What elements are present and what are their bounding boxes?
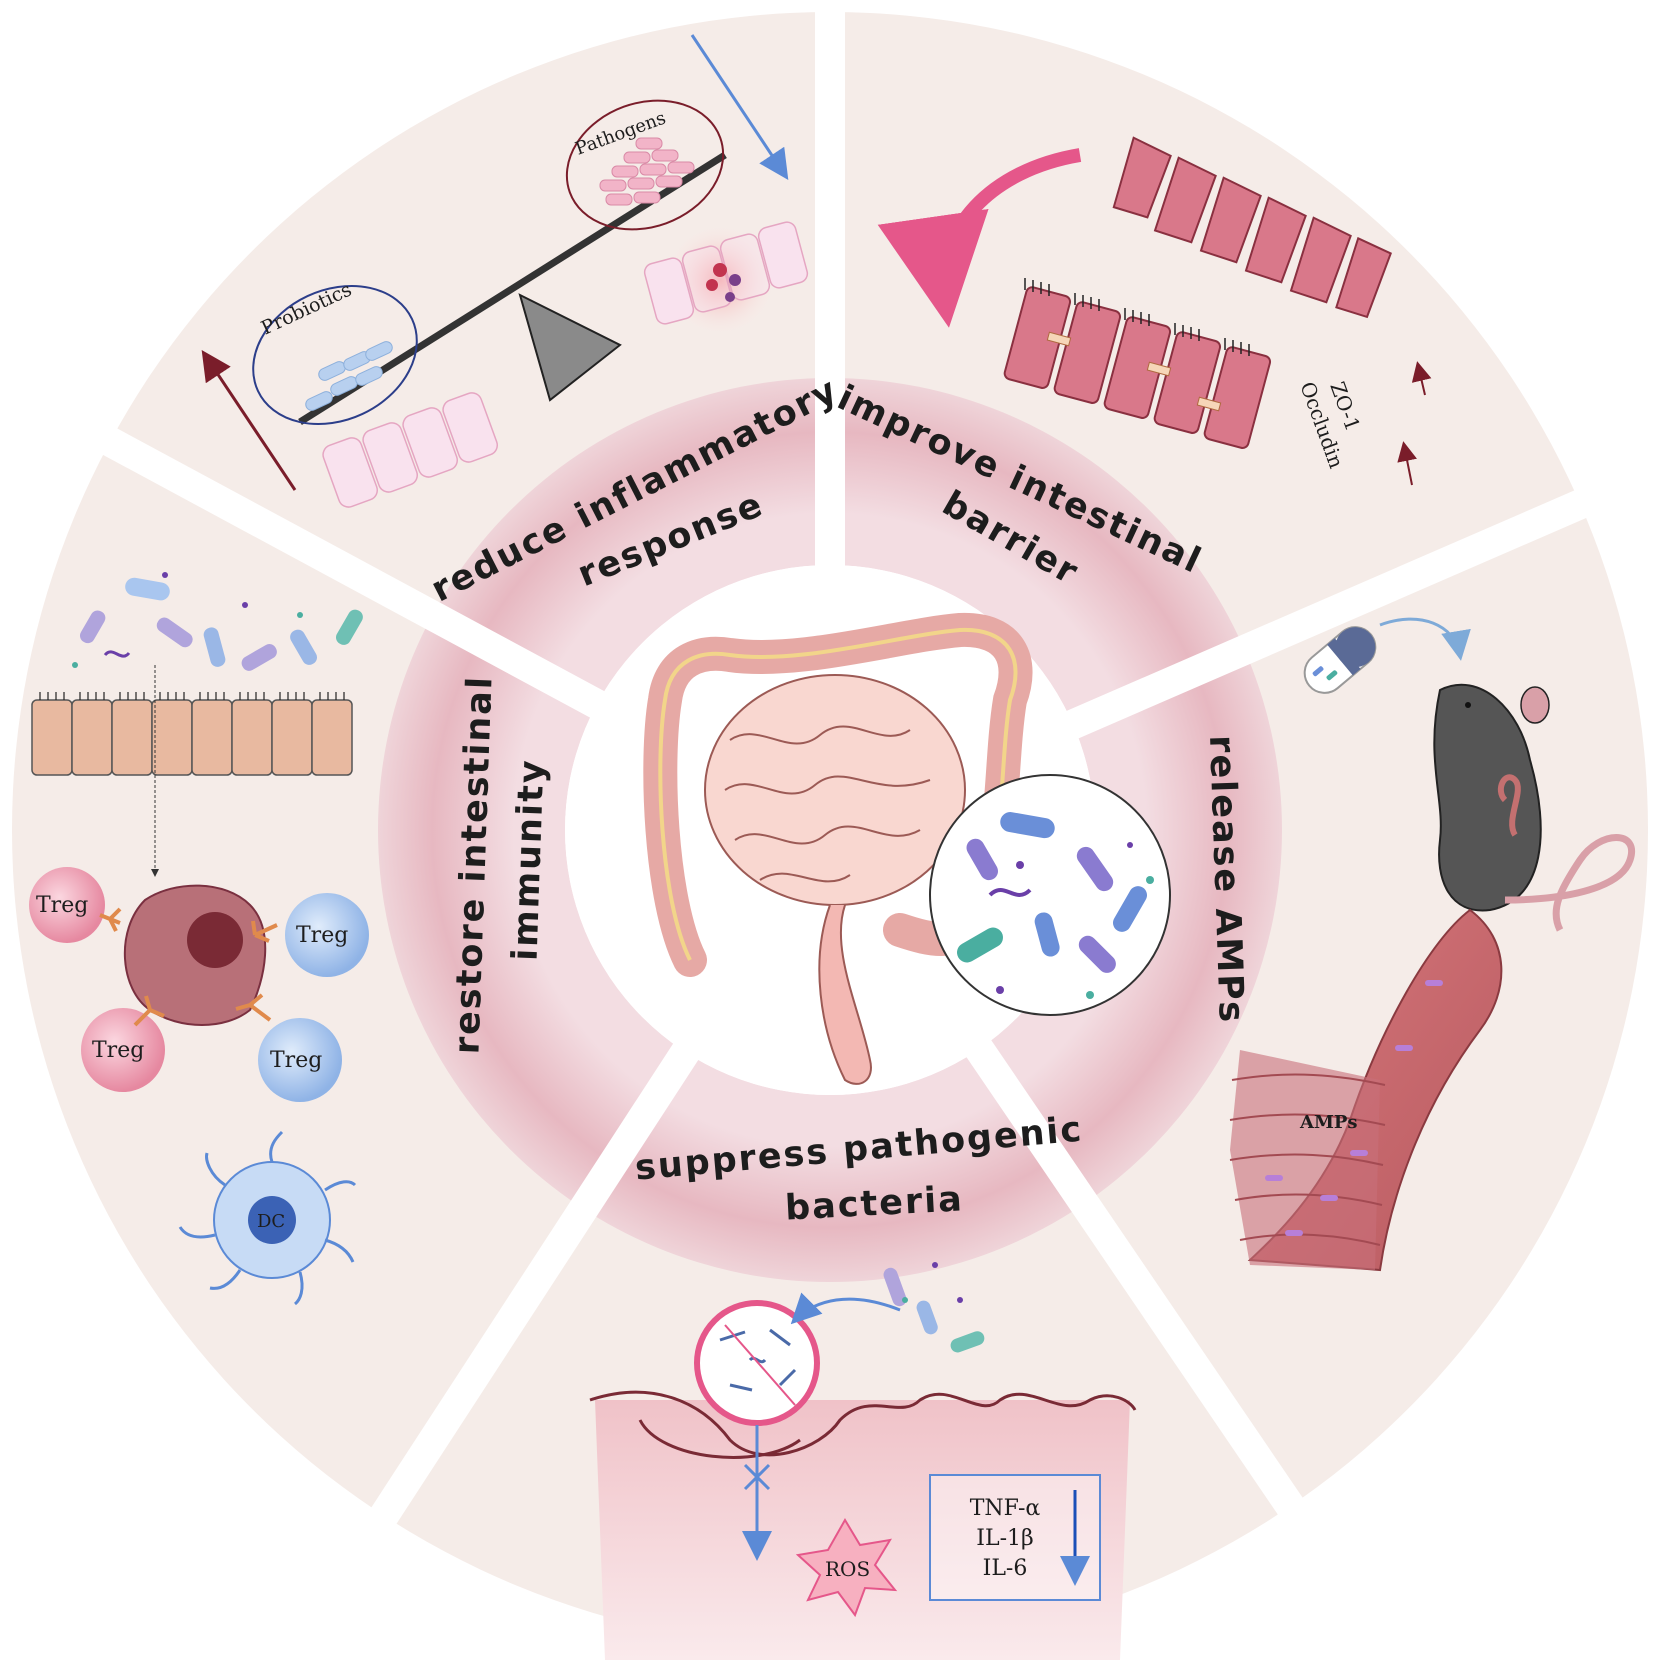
balance-scale-illustration: Probiotics Pathogens xyxy=(201,34,809,508)
probiotic-capsule xyxy=(1303,626,1377,694)
treg-label: Treg xyxy=(296,923,348,948)
treg-label: Treg xyxy=(92,1038,144,1063)
block-line xyxy=(724,1324,796,1406)
probiotics-bacteria xyxy=(305,341,393,411)
cytokine-label: TNF-α xyxy=(970,1496,1041,1521)
pathogen-bacteria xyxy=(719,1328,797,1392)
treg-cell xyxy=(285,893,369,977)
cytokine-label: IL-6 xyxy=(983,1556,1028,1581)
receptor-links xyxy=(99,907,278,1027)
probiotics-increase-arrow xyxy=(201,350,297,491)
amps-label: AMPs xyxy=(1299,1112,1358,1133)
bacteria-left xyxy=(72,572,363,671)
microvilli-left xyxy=(39,692,345,700)
treg-cell xyxy=(81,1008,165,1092)
dendritic-cell: DC xyxy=(178,1130,357,1306)
pathogens-bacteria xyxy=(599,137,695,206)
damaged-cells xyxy=(1112,136,1392,319)
dc-label: DC xyxy=(257,1211,285,1232)
mouse-ear xyxy=(1520,686,1550,724)
intestine-folds xyxy=(1229,1073,1386,1246)
healthy-cells xyxy=(322,392,499,508)
immunity-illustration: Treg Treg Treg Treg xyxy=(29,572,369,1306)
balance-fulcrum xyxy=(518,293,622,402)
dc-nucleus xyxy=(248,1196,296,1244)
bacteria-cluster-center xyxy=(957,812,1154,999)
zo1-increase-arrow xyxy=(1411,361,1432,396)
healthy-barrier-cells xyxy=(1003,286,1272,449)
inflamed-cells xyxy=(643,221,809,325)
mouse-gut xyxy=(1497,774,1521,837)
occludin-increase-arrow xyxy=(1397,441,1417,486)
restore-label-line2: immunity xyxy=(505,758,552,962)
microvilli xyxy=(1024,278,1250,356)
immune-cells-inflamed xyxy=(706,263,741,302)
epithelial-cells-left xyxy=(31,699,353,776)
block-cross xyxy=(743,1463,771,1491)
amps-illustration: AMPs xyxy=(1229,617,1636,1272)
intestine-illustration xyxy=(643,612,1171,1085)
treg-cell xyxy=(29,867,105,943)
mouse-tail xyxy=(1504,834,1636,932)
amp-particles xyxy=(1265,980,1443,1236)
treg-label: Treg xyxy=(36,893,88,918)
treg-cells: Treg Treg Treg Treg xyxy=(29,867,369,1102)
mouse-eye xyxy=(1465,702,1471,708)
treg-cell xyxy=(258,1018,342,1102)
tight-junctions xyxy=(1046,331,1222,412)
ros-label: ROS xyxy=(825,1557,870,1581)
mucosa-surface xyxy=(589,1390,1137,1457)
pathogens-oval xyxy=(565,99,725,231)
mucosa-tissue xyxy=(595,1400,1130,1660)
repair-arrow xyxy=(877,148,1082,328)
treg-label: Treg xyxy=(270,1048,322,1073)
probiotics-oval xyxy=(252,285,418,425)
probiotic-bacteria-bottom xyxy=(883,1262,985,1353)
barrier-illustration: ZO-1 Occludin xyxy=(877,136,1432,486)
suppress-label-line2: bacteria xyxy=(784,1179,965,1228)
apc-nucleus xyxy=(187,912,243,968)
cytokine-label: IL-1β xyxy=(976,1526,1033,1551)
mouse-body xyxy=(1433,683,1542,912)
probiotic-attack-arrow xyxy=(790,1292,901,1325)
administration-arrow xyxy=(1379,617,1471,661)
ros-burst xyxy=(795,1518,898,1618)
pathogens-decrease-arrow xyxy=(690,34,789,180)
